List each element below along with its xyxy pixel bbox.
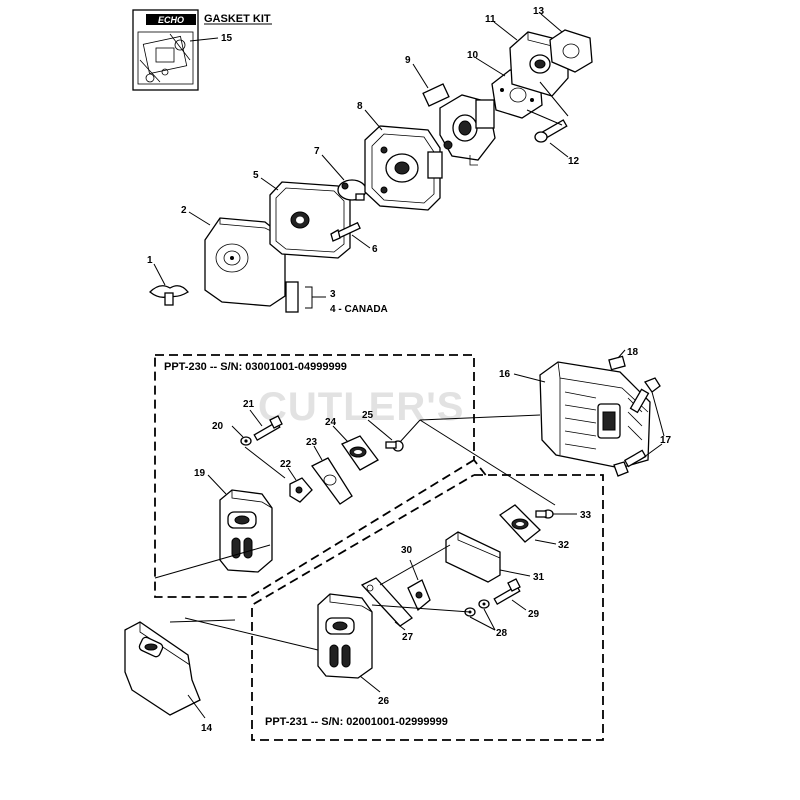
canada-label: 4 - CANADA <box>330 304 388 315</box>
callout-12: 12 <box>568 156 580 167</box>
plate-30 <box>407 579 431 612</box>
callout-31: 31 <box>533 572 545 583</box>
watermark-text: CUTLER'S <box>258 385 464 429</box>
callout-32: 32 <box>558 540 570 551</box>
bolt-25 <box>385 440 404 452</box>
echo-logo <box>146 14 196 25</box>
callout-9: 9 <box>405 55 411 66</box>
callout-26: 26 <box>378 696 390 707</box>
callout-33: 33 <box>580 510 592 521</box>
heat-shield <box>124 621 201 716</box>
callout-3: 3 <box>330 289 336 300</box>
gasket-32 <box>499 504 541 543</box>
gasket-24 <box>341 435 379 471</box>
callout-24: 24 <box>325 417 337 428</box>
callout-6: 6 <box>372 244 378 255</box>
ppt231-label: PPT-231 -- S/N: 02001001-02999999 <box>265 716 448 728</box>
bolt-33 <box>535 509 554 519</box>
bolt-12 <box>534 119 568 143</box>
choke-plate <box>337 179 367 201</box>
callout-2: 2 <box>181 205 187 216</box>
plate-22 <box>289 477 313 503</box>
ppt230-label: PPT-230 -- S/N: 03001001-04999999 <box>164 361 347 373</box>
heat-cover-31 <box>445 531 501 583</box>
washers-28 <box>464 599 490 617</box>
callout-27: 27 <box>402 632 414 643</box>
callout-16: 16 <box>499 369 511 380</box>
gasket-kit-inset: ECHO <box>132 9 199 91</box>
callout-14: 15 <box>221 33 233 44</box>
gasket-23 <box>311 457 353 505</box>
screw-6 <box>330 221 361 242</box>
callout-17: 17 <box>660 435 672 446</box>
echo-logo-text: ECHO <box>158 15 184 25</box>
callout-22: 22 <box>280 459 292 470</box>
callout-19: 19 <box>194 468 206 479</box>
insulator-gasket <box>549 29 593 73</box>
callout-10: 10 <box>467 50 479 61</box>
callout-13: 13 <box>533 6 545 17</box>
callout-18: 18 <box>627 347 639 358</box>
air-cleaner-base <box>364 125 443 211</box>
callout-28: 28 <box>496 628 508 639</box>
callout-7: 7 <box>314 146 320 157</box>
carburetor <box>422 83 496 166</box>
callout-11: 11 <box>485 14 496 25</box>
pad-18 <box>608 355 626 371</box>
ppt230-box-top <box>155 354 489 479</box>
callout-30: 30 <box>401 545 413 556</box>
callout-8: 8 <box>357 101 363 112</box>
callout-20: 20 <box>212 421 224 432</box>
muffler-19 <box>219 489 273 573</box>
callout-1: 1 <box>147 255 153 266</box>
muffler-cover <box>539 361 651 469</box>
callout-25: 25 <box>362 410 374 421</box>
label-plate <box>285 281 299 313</box>
callout-21: 21 <box>243 399 255 410</box>
air-filter-element <box>269 181 351 259</box>
plate-27 <box>360 577 413 627</box>
callout-15: 14 <box>201 723 213 734</box>
wing-nut <box>149 285 189 306</box>
callout-5: 5 <box>253 170 259 181</box>
callout-23: 23 <box>306 437 318 448</box>
bolt-29 <box>493 578 521 605</box>
bolt-21 <box>253 415 283 441</box>
gasket-kit-label: GASKET KIT <box>204 13 271 25</box>
bolts-17 <box>613 377 661 477</box>
muffler-26 <box>317 593 373 679</box>
callout-29: 29 <box>528 609 540 620</box>
